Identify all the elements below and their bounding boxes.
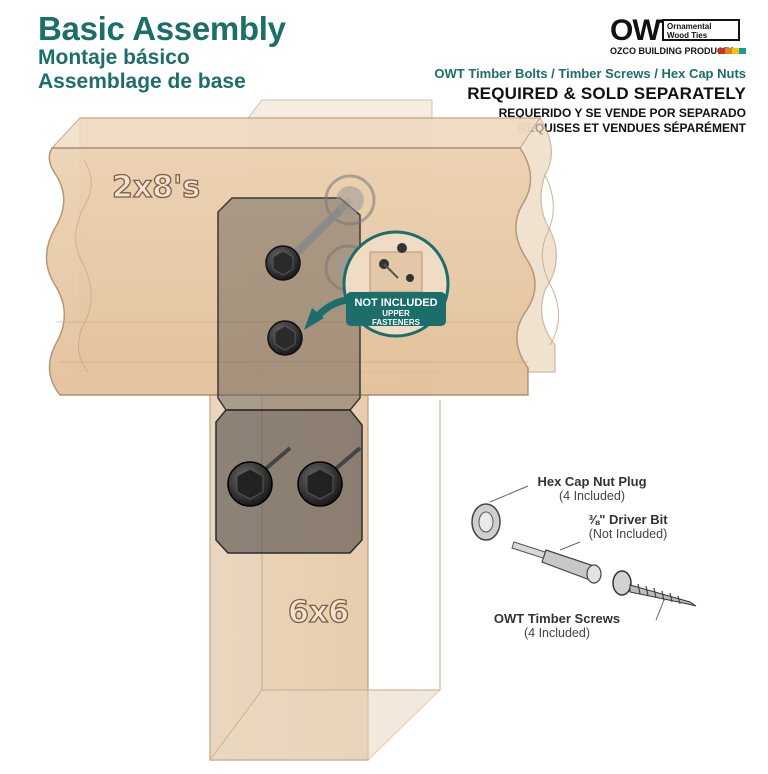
hex-cap-nut-plug bbox=[471, 485, 529, 541]
driver-bit-name: ⅜" Driver Bit bbox=[588, 512, 668, 527]
timber-screws-label: OWT Timber Screws (4 Included) bbox=[482, 611, 632, 640]
logo-maker: OZCO BUILDING PRODUCTS bbox=[610, 46, 735, 56]
lower-steel-plate bbox=[215, 409, 363, 554]
page-title: Basic Assembly bbox=[38, 10, 286, 47]
lower-hex-nut-2 bbox=[297, 446, 362, 507]
upper-fasteners-callout: NOT INCLUDED UPPER FASTENERS bbox=[342, 230, 450, 338]
products-line: OWT Timber Bolts / Timber Screws / Hex C… bbox=[434, 66, 746, 81]
callout-arrow-icon bbox=[304, 296, 352, 330]
driver-bit-quantity: (Not Included) bbox=[588, 527, 668, 541]
timber-screws-quantity: (4 Included) bbox=[523, 626, 590, 640]
required-notice-fr: REQUISES ET VENDUES SÉPARÉMENT bbox=[518, 121, 746, 135]
required-notice-en: REQUIRED & SOLD SEPARATELY bbox=[467, 84, 746, 103]
upper-hex-nut-1 bbox=[265, 207, 343, 281]
owt-logo: OWT Ornamental Wood Ties OZCO BUILDING P… bbox=[610, 14, 746, 60]
callout-not-included: NOT INCLUDED bbox=[354, 297, 437, 309]
callout-upper: UPPER bbox=[382, 309, 410, 318]
plug-label: Hex Cap Nut Plug (4 Included) bbox=[522, 474, 662, 503]
logo-brand-full: Ornamental Wood Ties bbox=[662, 19, 740, 41]
timber-screws-name: OWT Timber Screws bbox=[493, 611, 621, 626]
driver-bit-label: ⅜" Driver Bit (Not Included) bbox=[568, 512, 688, 541]
upper-hex-nut-2 bbox=[267, 320, 303, 356]
required-notice-es: REQUERIDO Y SE VENDE POR SEPARADO bbox=[498, 106, 746, 120]
plug-name: Hex Cap Nut Plug bbox=[537, 474, 647, 489]
lower-hex-nut-1 bbox=[227, 446, 292, 507]
driver-bit-icon bbox=[511, 541, 602, 584]
subtitle-spanish: Montaje básico bbox=[38, 46, 190, 69]
plug-quantity: (4 Included) bbox=[558, 489, 625, 503]
subtitle-french: Assemblage de base bbox=[38, 70, 246, 93]
timber-screw-icon bbox=[612, 570, 697, 621]
callout-fasteners: FASTENERS bbox=[372, 318, 421, 327]
logo-color-bars bbox=[718, 48, 746, 54]
beam-label: 2x8's bbox=[112, 170, 200, 205]
post-label: 6x6 bbox=[288, 595, 349, 630]
